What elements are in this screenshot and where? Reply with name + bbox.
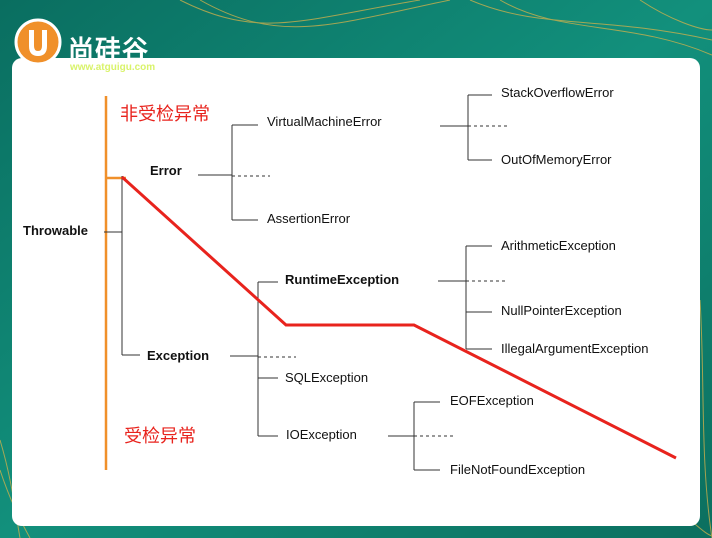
- node-exception: Exception: [147, 348, 210, 363]
- brand-logo: 尚硅谷 www.atguigu.com: [14, 16, 194, 73]
- logo-badge-icon: [14, 18, 62, 66]
- logo-url-text: www.atguigu.com: [70, 62, 156, 73]
- node-out-of-memory-error: OutOfMemoryError: [501, 152, 612, 167]
- node-sql-exception: SQLException: [285, 370, 369, 385]
- node-error: Error: [150, 163, 182, 178]
- node-eof-exception: EOFException: [450, 393, 534, 408]
- node-assertion-error: AssertionError: [267, 211, 351, 226]
- logo-brand-text: 尚硅谷: [68, 36, 150, 66]
- node-throwable: Throwable: [23, 223, 89, 238]
- checked-exception-label: 受检异常: [124, 426, 196, 447]
- node-null-pointer-exception: NullPointerException: [501, 303, 622, 318]
- node-io-exception: IOException: [286, 427, 357, 442]
- node-file-not-found-exception: FileNotFoundException: [450, 462, 586, 477]
- node-arithmetic-exception: ArithmeticException: [501, 238, 616, 253]
- node-virtual-machine-error: VirtualMachineError: [267, 114, 382, 129]
- node-runtime-exception: RuntimeException: [285, 272, 400, 287]
- node-illegal-argument-exception: IllegalArgumentException: [501, 341, 649, 356]
- node-stack-overflow-error: StackOverflowError: [501, 85, 614, 100]
- unchecked-exception-label: 非受检异常: [120, 104, 210, 125]
